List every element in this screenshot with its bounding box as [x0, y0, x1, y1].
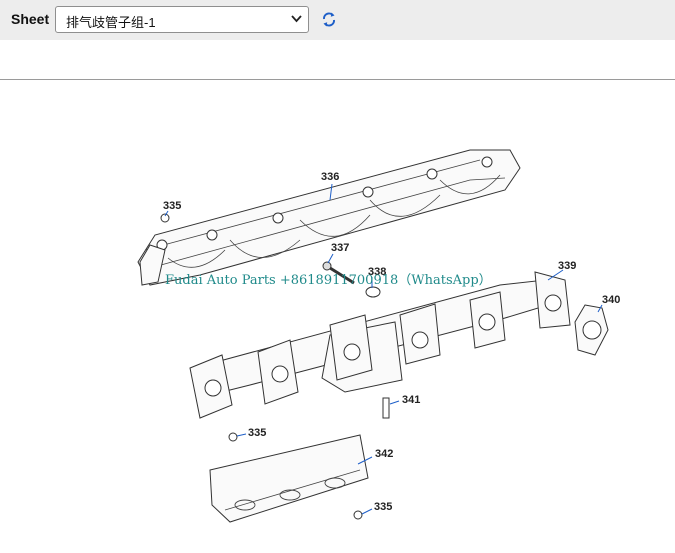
- callout-340: 340: [602, 294, 620, 306]
- callout-335-top: 335: [163, 200, 181, 212]
- nut-335-middle: [228, 432, 238, 442]
- watermark-text: Fudai Auto Parts +8618911700918（WhatsApp…: [165, 273, 492, 288]
- callout-339: 339: [558, 260, 576, 272]
- refresh-icon[interactable]: [321, 11, 337, 28]
- callout-335-bottom: 335: [374, 501, 392, 513]
- parts-diagram: 336 335 337 338 339 340 341 335 342 335 …: [137, 149, 620, 523]
- chevron-down-icon: [291, 15, 302, 23]
- heat-shield-336: [137, 149, 521, 286]
- callout-335-middle: 335: [248, 427, 266, 439]
- sleeve-338: [365, 286, 381, 298]
- sheet-label: Sheet: [11, 11, 50, 27]
- heat-shield-342: [209, 434, 369, 523]
- toolbar-divider: [0, 79, 675, 80]
- gasket-340: [574, 304, 609, 356]
- callout-341: 341: [402, 394, 420, 406]
- sheet-select-value: 排气歧管子组-1: [66, 15, 156, 30]
- callout-336: 336: [321, 171, 339, 183]
- callout-338: 338: [368, 266, 386, 278]
- exhaust-manifold-339: [189, 271, 571, 419]
- nut-335-top: [160, 213, 170, 223]
- callout-337: 337: [331, 242, 349, 254]
- bolt-337: [322, 261, 355, 285]
- nut-335-bottom: [353, 510, 363, 520]
- callout-342: 342: [375, 448, 393, 460]
- stud-341: [382, 397, 390, 419]
- toolbar: Sheet 排气歧管子组-1: [0, 0, 675, 40]
- sheet-select[interactable]: 排气歧管子组-1: [55, 6, 309, 33]
